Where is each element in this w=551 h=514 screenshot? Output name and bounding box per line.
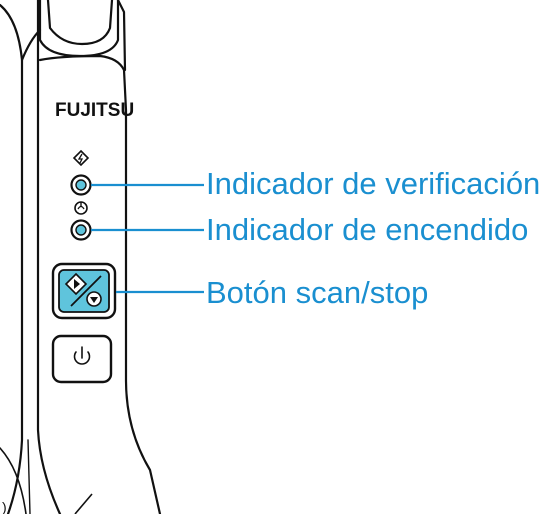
bottom-edge-line (74, 493, 93, 514)
callout-lines (91, 183, 204, 294)
power-indicator-label: Indicador de encendido (206, 212, 529, 247)
scan-stop-button-label: Botón scan/stop (206, 275, 429, 310)
power-indicator-led (70, 219, 92, 241)
power-icon (73, 346, 91, 365)
warning-diamond-icon (72, 149, 90, 167)
power-indicator-icon (74, 201, 88, 215)
scanner-body (0, 0, 162, 514)
power-button[interactable] (51, 334, 113, 384)
scan-stop-icon (64, 272, 102, 307)
bottom-edge-mark: ) (2, 499, 7, 514)
fujitsu-logo: FUJITSU (55, 100, 135, 121)
scan-stop-button[interactable] (51, 262, 117, 320)
check-indicator-led (70, 174, 92, 196)
check-indicator-label: Indicador de verificación (206, 166, 541, 201)
